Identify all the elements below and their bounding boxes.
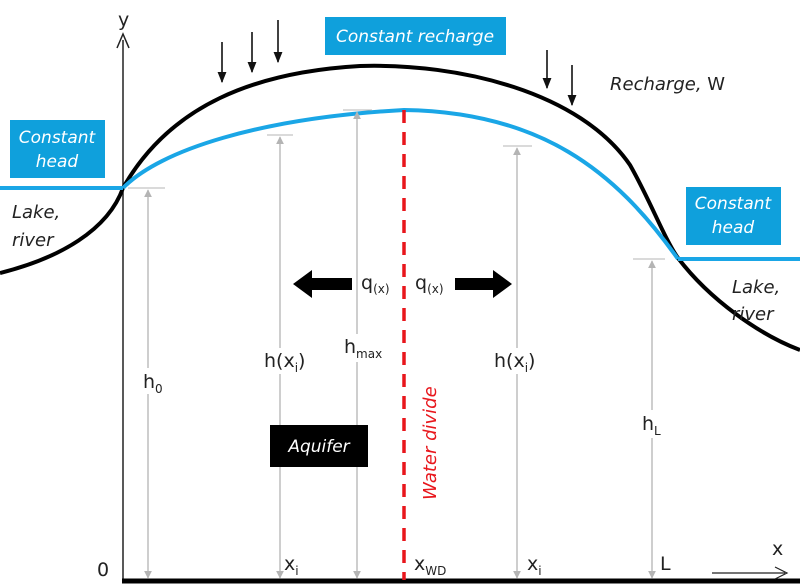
water-table (121, 107, 680, 261)
svg-text:head: head (712, 218, 755, 238)
recharge-arrows (217, 20, 577, 107)
recharge-label: Recharge, W (610, 74, 725, 95)
flux-left-label: q(x) (361, 272, 390, 296)
constant-head-right-box (686, 187, 781, 245)
constant-recharge-label: Constant recharge (336, 27, 494, 47)
svg-text:Constant: Constant (695, 194, 773, 214)
flow-arrow-left (293, 270, 352, 298)
flow-arrow-right (455, 270, 512, 298)
hL-label: hL (642, 413, 661, 438)
lake-river-left-label: Lake, (12, 202, 60, 223)
constant-recharge-box (325, 17, 506, 55)
origin-label: 0 (97, 559, 109, 581)
y-axis-arrow (116, 32, 130, 49)
x-axis-label: x (772, 538, 783, 560)
L-label: L (660, 553, 671, 575)
hxi-left-label: h(xi) (264, 350, 305, 375)
hxi-right-label: h(xi) (494, 350, 535, 375)
svg-text:river: river (12, 230, 55, 251)
xi-left-label: xi (284, 553, 299, 578)
flux-right-label: q(x) (415, 272, 444, 296)
constant-head-left-box (10, 120, 105, 178)
xwd-label: xWD (414, 553, 446, 578)
aquifer-box (270, 425, 368, 467)
svg-text:head: head (36, 152, 79, 172)
h0-label: h0 (143, 371, 163, 396)
water-divide-label: Water divide (420, 386, 441, 500)
hmax-label: hmax (344, 336, 382, 361)
svg-text:Constant: Constant (19, 128, 97, 148)
svg-text:river: river (732, 304, 775, 325)
xi-right-label: xi (527, 553, 542, 578)
lake-river-right-label: Lake, (732, 277, 780, 298)
y-axis-label: y (118, 9, 129, 31)
aquifer-label: Aquifer (287, 437, 350, 457)
